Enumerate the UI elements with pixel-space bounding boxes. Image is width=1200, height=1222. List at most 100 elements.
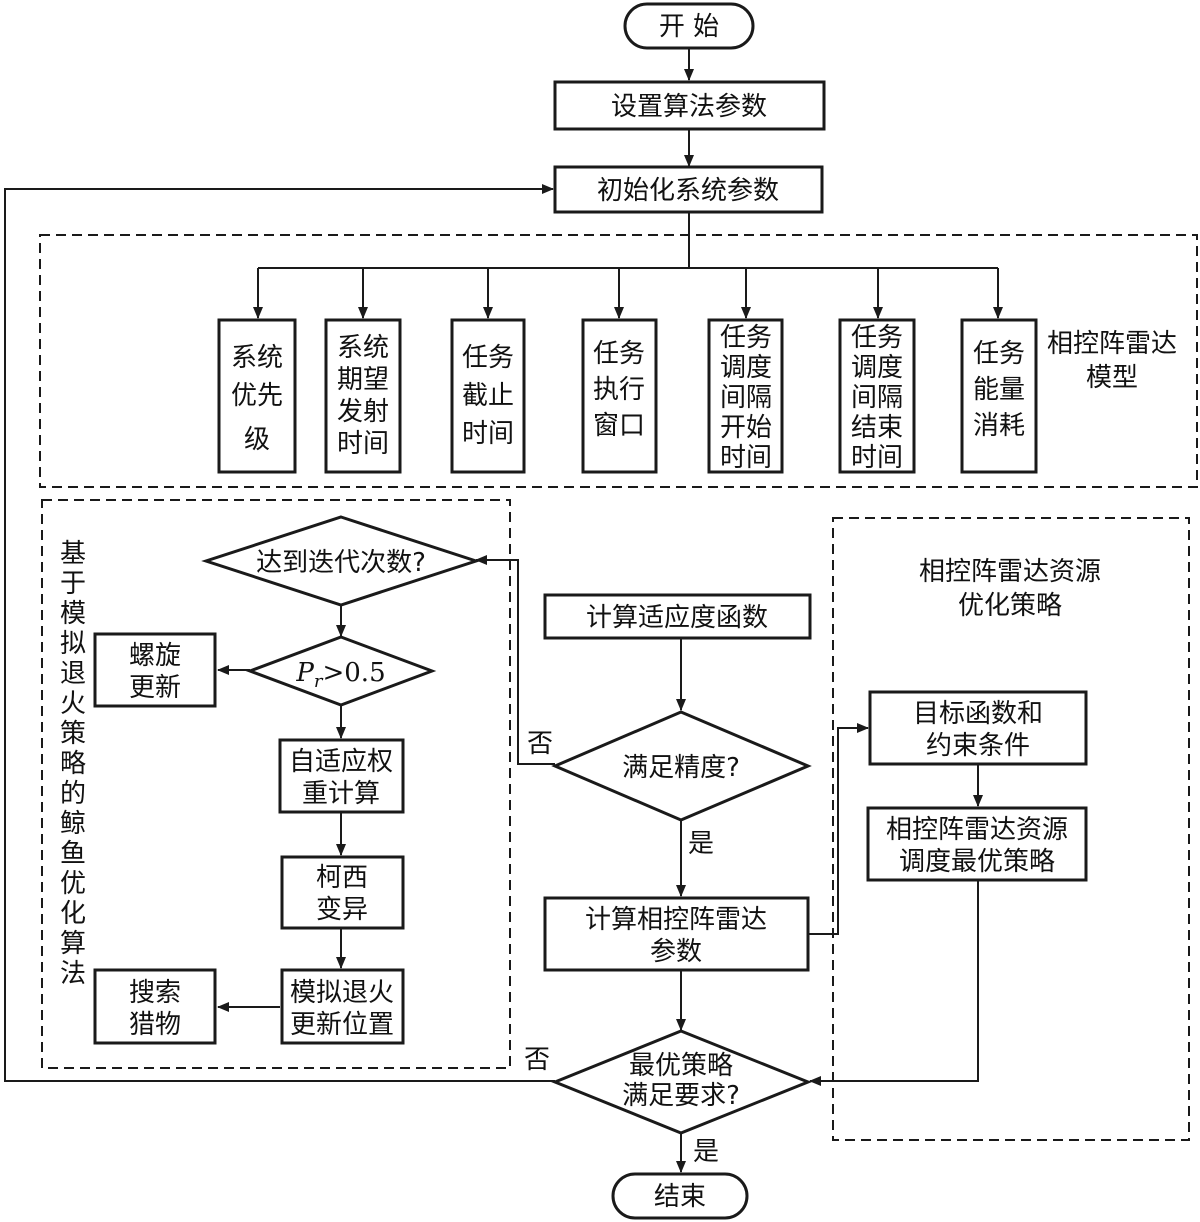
spiral-update-box	[93, 632, 217, 708]
attr-task-deadline: 任务 截止 时间	[450, 318, 526, 474]
svg-text:调度: 调度	[851, 353, 903, 383]
adaptive-weight-box	[278, 738, 405, 814]
calc-radar-box	[543, 896, 810, 972]
svg-text:的: 的	[60, 779, 86, 809]
best-check-yes-label: 是	[693, 1137, 719, 1167]
woa-algorithm-group	[41, 499, 511, 1069]
strategy-title: 相控阵雷达资源	[919, 557, 1101, 587]
svg-text:截止: 截止	[462, 381, 514, 411]
svg-text:时间: 时间	[337, 429, 389, 459]
set-params-label: 设置算法参数	[611, 92, 767, 122]
set-params-box	[553, 80, 826, 131]
annealing-update-box	[280, 968, 405, 1045]
iter-check-label: 达到迭代次数?	[256, 548, 426, 578]
best-check-diamond	[551, 1029, 813, 1135]
svg-text:能量: 能量	[973, 375, 1025, 405]
best-check-label: 最优策略	[629, 1051, 733, 1081]
iter-check-diamond	[201, 515, 481, 607]
radar-model-group	[39, 234, 1198, 488]
svg-text:策: 策	[60, 719, 86, 749]
svg-text:模: 模	[60, 599, 86, 629]
svg-text:时间: 时间	[851, 443, 903, 473]
svg-text:系统: 系统	[337, 333, 389, 363]
fitness-label: 计算适应度函数	[586, 603, 768, 633]
svg-text:发射: 发射	[337, 397, 389, 427]
radar-model-label-line2: 模型	[1086, 363, 1138, 393]
connectors	[4, 48, 1003, 1173]
svg-text:级: 级	[244, 425, 270, 455]
search-prey-label: 搜索	[129, 978, 181, 1008]
best-check-no-label: 否	[524, 1045, 550, 1075]
fitness-box	[543, 593, 812, 640]
cauchy-mutation-label-line2: 变异	[316, 895, 368, 925]
attr-system-priority: 系统 优先 级	[217, 318, 297, 474]
svg-text:执行: 执行	[593, 375, 645, 405]
svg-text:任务: 任务	[593, 339, 645, 369]
search-prey-label-line2: 猎物	[129, 1010, 181, 1040]
adaptive-weight-label: 自适应权	[289, 747, 393, 777]
precision-no-label: 否	[527, 729, 553, 759]
start-terminal	[623, 2, 755, 50]
svg-text:退: 退	[60, 659, 86, 689]
svg-text:基: 基	[60, 539, 86, 569]
strategy-title-line2: 优化策略	[958, 591, 1062, 621]
svg-text:火: 火	[60, 689, 86, 719]
svg-text:化: 化	[60, 899, 86, 929]
svg-text:窗口: 窗口	[593, 411, 645, 441]
precision-label: 满足精度?	[622, 753, 740, 783]
svg-text:时间: 时间	[462, 419, 514, 449]
pr-check-diamond	[245, 635, 437, 707]
pr-check-label: Pr>0.5	[295, 658, 385, 692]
svg-text:时间: 时间	[720, 443, 772, 473]
svg-text:略: 略	[60, 749, 86, 779]
best-strategy-box	[866, 806, 1088, 882]
best-strategy-label-line2: 调度最优策略	[899, 847, 1055, 877]
svg-text:鱼: 鱼	[60, 839, 86, 869]
calc-radar-label-line2: 参数	[650, 937, 702, 967]
end-label: 结束	[654, 1182, 706, 1212]
best-check-label-line2: 满足要求?	[622, 1081, 740, 1111]
precision-yes-label: 是	[688, 829, 714, 859]
cauchy-mutation-box	[280, 855, 405, 930]
init-params-box	[553, 165, 824, 214]
objective-label: 目标函数和	[913, 699, 1043, 729]
svg-text:拟: 拟	[60, 629, 86, 659]
svg-text:优: 优	[60, 869, 86, 899]
attr-expected-launch-time: 系统 期望 发射 时间	[324, 318, 402, 474]
radar-model-label: 相控阵雷达	[1047, 329, 1177, 359]
svg-text:开始: 开始	[720, 413, 772, 443]
woa-label: 基 于 模 拟 退 火 策 略 的 鲸 鱼 优 化 算 法	[60, 539, 86, 989]
attr-interval-start: 任务 调度 间隔 开始 时间	[707, 318, 784, 474]
spiral-update-label-line2: 更新	[129, 673, 181, 703]
attr-interval-end: 任务 调度 间隔 结束 时间	[838, 318, 916, 474]
strategy-group	[832, 517, 1190, 1141]
svg-text:任务: 任务	[851, 323, 903, 353]
svg-text:算: 算	[60, 929, 86, 959]
objective-box	[868, 690, 1088, 766]
svg-text:于: 于	[60, 569, 86, 599]
adaptive-weight-label-line2: 重计算	[302, 779, 380, 809]
svg-text:法: 法	[60, 959, 86, 989]
annealing-update-label: 模拟退火	[290, 978, 394, 1008]
svg-text:优先: 优先	[231, 381, 283, 411]
svg-text:任务: 任务	[973, 339, 1025, 369]
svg-text:间隔: 间隔	[720, 383, 772, 413]
svg-text:结束: 结束	[851, 413, 903, 443]
end-terminal	[611, 1172, 749, 1220]
objective-label-line2: 约束条件	[926, 731, 1030, 761]
svg-text:调度: 调度	[720, 353, 772, 383]
calc-radar-label: 计算相控阵雷达	[585, 905, 767, 935]
svg-text:系统: 系统	[231, 343, 283, 373]
svg-text:鲸: 鲸	[60, 809, 86, 839]
spiral-update-label: 螺旋	[129, 641, 181, 671]
svg-text:任务: 任务	[720, 323, 772, 353]
svg-text:任务: 任务	[462, 343, 514, 373]
init-params-label: 初始化系统参数	[597, 176, 779, 206]
attr-energy-consumption: 任务 能量 消耗	[960, 318, 1038, 474]
svg-text:期望: 期望	[337, 365, 389, 395]
search-prey-box	[93, 968, 217, 1045]
cauchy-mutation-label: 柯西	[316, 863, 368, 893]
precision-diamond	[551, 710, 812, 822]
svg-text:消耗: 消耗	[973, 411, 1025, 441]
